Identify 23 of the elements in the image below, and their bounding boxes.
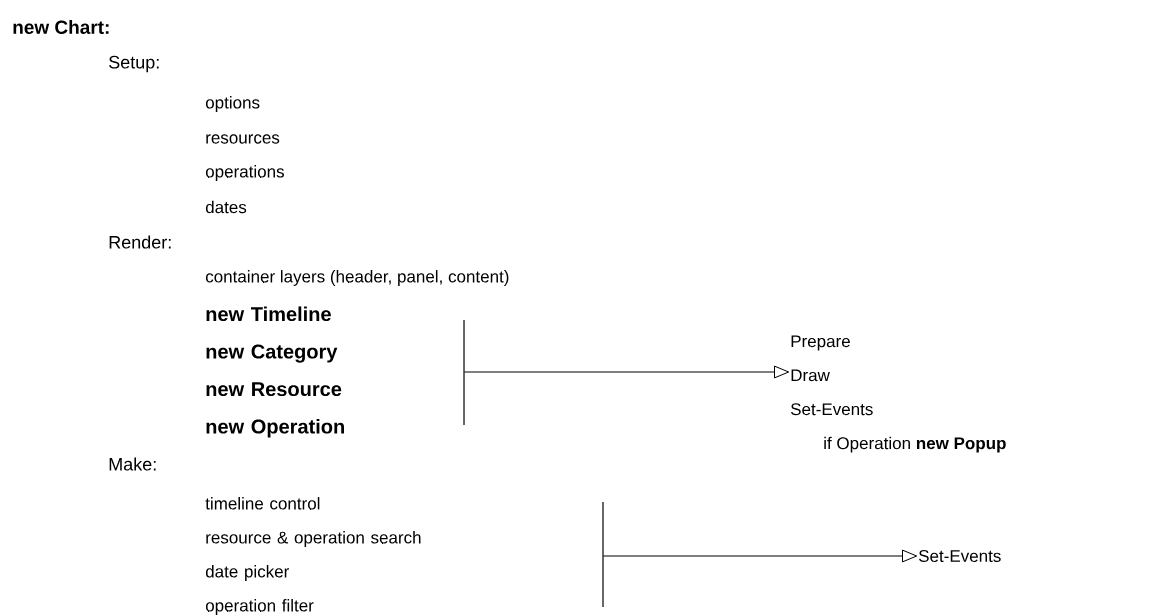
list-item: operations [205,165,284,181]
node-label: resource & operation search [206,531,421,547]
list-item: dates [205,200,247,214]
text-group: Prepare Draw Set-Events if Operation new Popup [790,335,1006,453]
section-label: Setup: [109,55,159,73]
list-item: resources [206,134,280,144]
node-label: date picker [205,565,290,581]
node-label: new Resource [206,382,342,397]
section-label: Make: [109,457,156,471]
list-item: options [205,96,260,112]
list-item: container layers (header, panel, content) [205,270,509,286]
text-group: new Timeline new Category new Resource new Operation [206,306,344,438]
arrow [463,365,790,379]
node-label: operation filter [205,599,314,615]
section-label: Render: [109,235,171,249]
text-group: Set-Events [918,549,1001,562]
node-label: new Timeline [206,306,331,322]
node-label: timeline control [205,497,320,510]
text-group: timeline control resource & operation search date picker operation filter [205,497,421,615]
arrow [602,549,918,563]
heading: new Chart: [13,20,109,34]
node-label: new Category [206,344,338,363]
node-label: new Operation [206,418,344,438]
